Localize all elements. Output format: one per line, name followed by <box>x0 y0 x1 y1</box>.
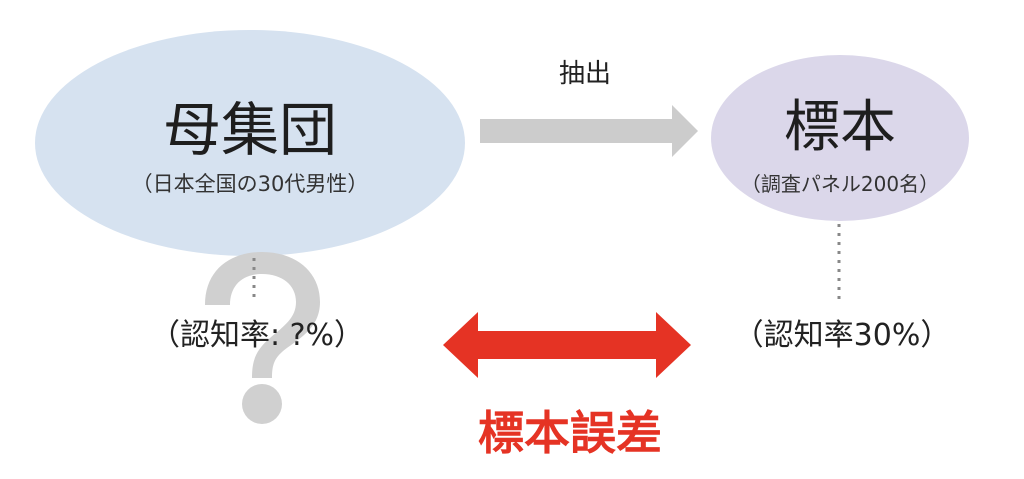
population-subtitle: （日本全国の30代男性） <box>131 172 369 196</box>
population-ellipse <box>35 30 465 256</box>
sample-title: 標本 <box>784 95 896 160</box>
sample-subtitle: （調査パネル200名） <box>740 172 940 196</box>
sample-ellipse <box>711 55 969 221</box>
population-title: 母集団 <box>162 96 337 164</box>
extraction-arrow-icon <box>480 105 698 157</box>
sample-rate: （認知率30%） <box>733 318 951 353</box>
extraction-label: 抽出 <box>558 59 611 89</box>
population-rate: （認知率: ?%） <box>149 318 365 353</box>
sampling-error-label: 標本誤差 <box>478 406 662 460</box>
question-mark-icon <box>205 252 320 424</box>
sampling-error-arrow-icon <box>443 312 691 378</box>
